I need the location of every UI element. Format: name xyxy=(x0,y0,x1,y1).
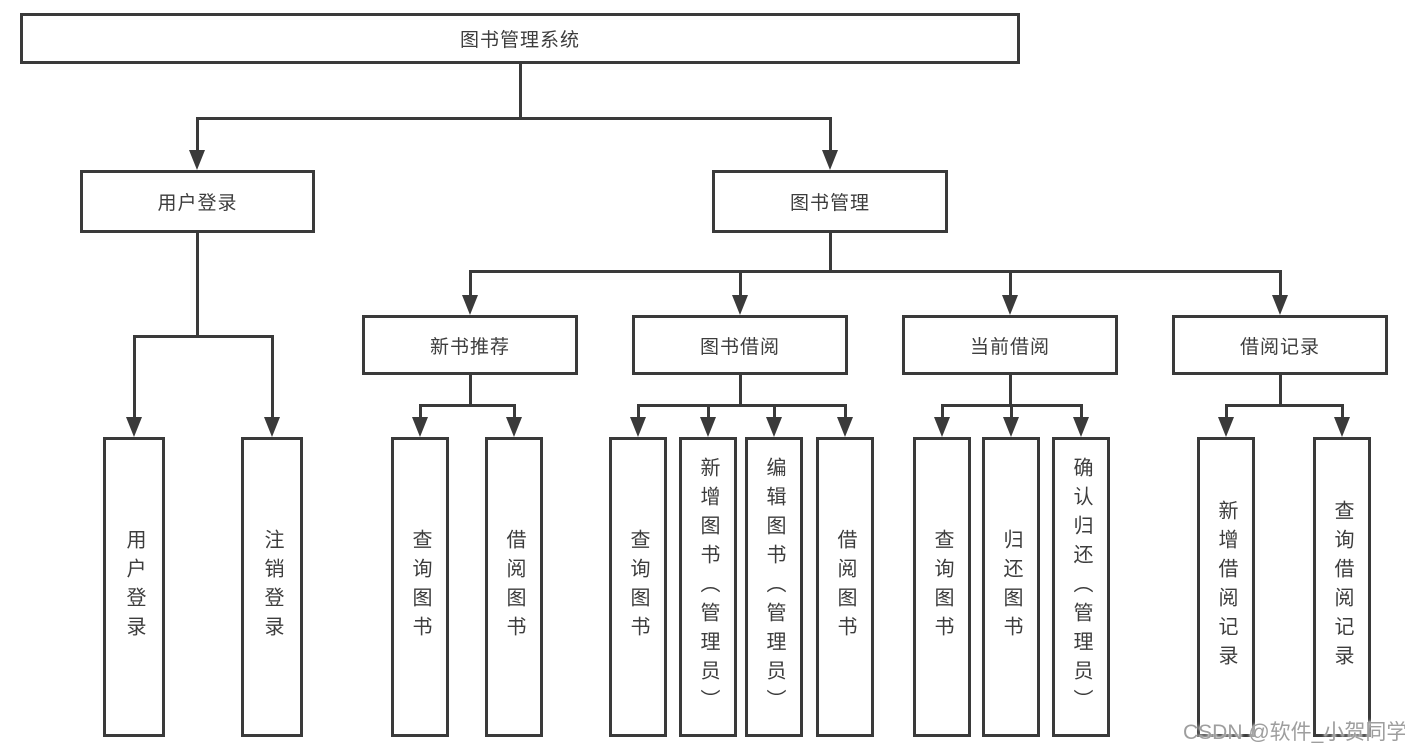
connector-drop xyxy=(773,404,776,418)
leaf-return-books: 归还图书 xyxy=(982,437,1040,737)
node-user-login: 用户登录 xyxy=(80,170,315,233)
leaf-query-books-current: 查询图书 xyxy=(913,437,971,737)
node-book-management-system: 图书管理系统 xyxy=(20,13,1020,64)
connector-borrowing-records-stem xyxy=(1279,375,1282,406)
arrow-down-icon xyxy=(462,295,478,315)
arrow-down-icon xyxy=(1272,295,1288,315)
connector-user-login-bus xyxy=(133,335,274,338)
connector-book-management-bus xyxy=(469,270,1282,273)
leaf-borrow-books-borrowing: 借阅图书 xyxy=(816,437,874,737)
arrow-down-icon xyxy=(934,417,950,437)
arrow-down-icon xyxy=(126,417,142,437)
leaf-query-books-newbooks: 查询图书 xyxy=(391,437,449,737)
connector-drop xyxy=(1341,404,1344,418)
connector-drop xyxy=(1225,404,1228,418)
connector-new-books-stem xyxy=(469,375,472,406)
connector-drop-current-borrowing xyxy=(1009,270,1012,296)
connector-drop xyxy=(1010,404,1013,418)
connector-new-books-bus xyxy=(419,404,516,407)
arrow-down-icon xyxy=(189,150,205,170)
arrow-down-icon xyxy=(837,417,853,437)
leaf-add-borrow-record: 新增借阅记录 xyxy=(1197,437,1255,737)
connector-drop-leaf-logout xyxy=(271,335,274,418)
arrow-down-icon xyxy=(1002,295,1018,315)
connector-drop xyxy=(707,404,710,418)
arrow-down-icon xyxy=(766,417,782,437)
arrow-down-icon xyxy=(732,295,748,315)
connector-drop xyxy=(513,404,516,418)
arrow-down-icon xyxy=(822,150,838,170)
connector-drop-new-books xyxy=(469,270,472,296)
connector-drop-book-management xyxy=(829,117,832,151)
connector-borrowing-records-bus xyxy=(1225,404,1344,407)
connector-drop xyxy=(419,404,422,418)
connector-drop xyxy=(1080,404,1083,418)
connector-drop xyxy=(637,404,640,418)
leaf-query-borrow-record: 查询借阅记录 xyxy=(1313,437,1371,737)
connector-drop xyxy=(844,404,847,418)
connector-root-stem xyxy=(519,64,522,118)
connector-book-borrowing-stem xyxy=(739,375,742,406)
connector-root-bus xyxy=(196,117,832,120)
connector-drop xyxy=(941,404,944,418)
node-borrowing-records: 借阅记录 xyxy=(1172,315,1388,375)
node-book-borrowing: 图书借阅 xyxy=(632,315,848,375)
leaf-query-books-borrowing: 查询图书 xyxy=(609,437,667,737)
connector-drop-borrowing-records xyxy=(1279,270,1282,296)
arrow-down-icon xyxy=(1218,417,1234,437)
leaf-confirm-return-admin: 确认归还（管理员） xyxy=(1052,437,1110,737)
arrow-down-icon xyxy=(630,417,646,437)
node-current-borrowing: 当前借阅 xyxy=(902,315,1118,375)
node-new-book-recommendation: 新书推荐 xyxy=(362,315,578,375)
node-book-management: 图书管理 xyxy=(712,170,948,233)
leaf-borrow-books-newbooks: 借阅图书 xyxy=(485,437,543,737)
connector-book-management-stem xyxy=(829,233,832,272)
arrow-down-icon xyxy=(506,417,522,437)
connector-drop-book-borrowing xyxy=(739,270,742,296)
leaf-add-books-admin: 新增图书（管理员） xyxy=(679,437,737,737)
csdn-watermark: CSDN @软件_小贺同学 xyxy=(1183,721,1405,744)
leaf-edit-books-admin: 编辑图书（管理员） xyxy=(745,437,803,737)
arrow-down-icon xyxy=(1334,417,1350,437)
leaf-user-login: 用户登录 xyxy=(103,437,165,737)
arrow-down-icon xyxy=(700,417,716,437)
connector-drop-leaf-user-login xyxy=(133,335,136,418)
arrow-down-icon xyxy=(264,417,280,437)
leaf-logout: 注销登录 xyxy=(241,437,303,737)
connector-drop-user-login xyxy=(196,117,199,151)
connector-book-borrowing-bus xyxy=(637,404,847,407)
connector-user-login-stem xyxy=(196,233,199,337)
arrow-down-icon xyxy=(1073,417,1089,437)
arrow-down-icon xyxy=(412,417,428,437)
arrow-down-icon xyxy=(1003,417,1019,437)
connector-current-borrowing-stem xyxy=(1009,375,1012,406)
